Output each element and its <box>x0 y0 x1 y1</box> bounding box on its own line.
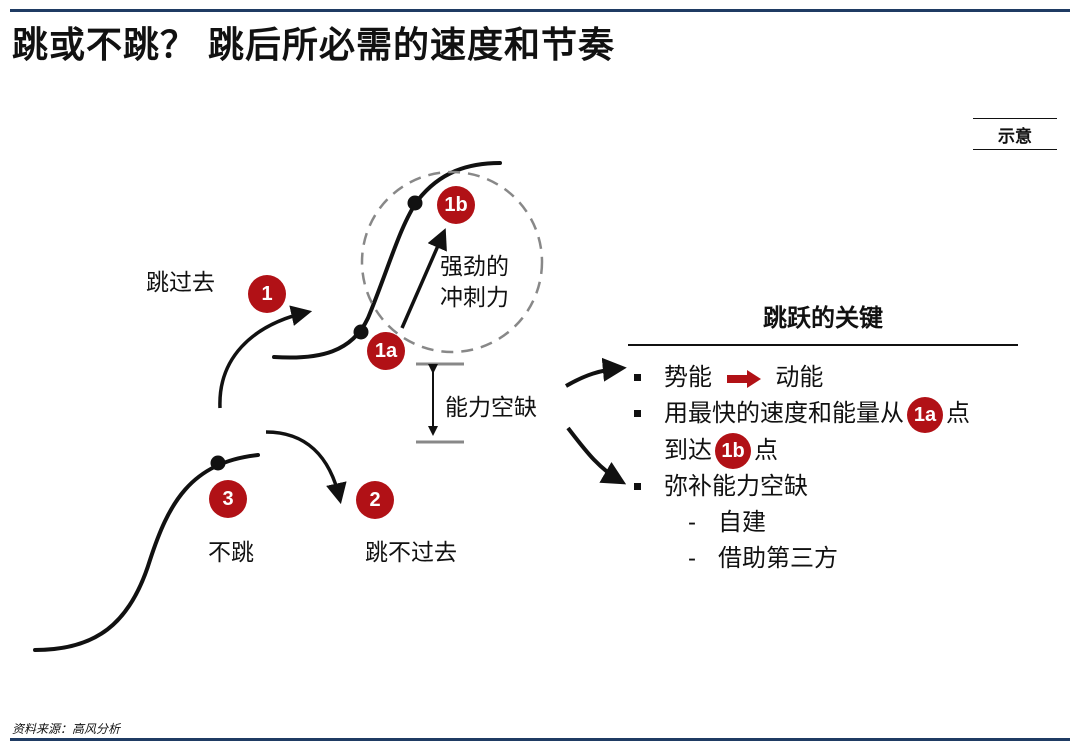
key-item-energy: 势能 动能 <box>632 360 1052 396</box>
jump-over-arrow <box>218 305 313 409</box>
sub-item-dash: - <box>688 509 696 537</box>
sub-item-dash: - <box>688 545 696 573</box>
jump-fail-arrow <box>265 430 347 505</box>
marker-1: 1 <box>248 275 286 313</box>
marker-2: 2 <box>356 481 394 519</box>
red-right-arrow-icon <box>726 369 761 388</box>
key-points-rule <box>628 344 1018 346</box>
inline-marker-1a: 1a <box>907 396 943 433</box>
upper-curve-point-1b <box>407 195 423 211</box>
key-item-speed-suffix: 点 <box>946 400 970 427</box>
sub-item-third-party: - 借助第三方 <box>632 541 1052 577</box>
jump-over-label: 跳过去 <box>146 269 215 295</box>
illustrative-badge: 示意 <box>973 118 1057 150</box>
dashed-focus-circle <box>360 170 544 354</box>
sub-item-build-text: 自建 <box>718 509 766 537</box>
key-points-heading: 跳跃的关键 <box>763 305 883 332</box>
strong-push-label-line2: 冲刺力 <box>440 284 509 310</box>
key-item-gap-text: 弥补能力空缺 <box>664 473 808 501</box>
source-note: 资料来源：高风分析 <box>12 722 121 736</box>
bullet-square <box>634 483 641 491</box>
push-arrow <box>400 228 447 329</box>
top-rule <box>10 9 1070 12</box>
key-item-reach-text: 到达 <box>664 436 712 464</box>
jump-fail-label: 跳不过去 <box>365 539 457 565</box>
bottom-rule <box>10 738 1070 741</box>
lower-s-curve <box>33 453 260 652</box>
key-item-energy-after: 动能 <box>775 364 824 391</box>
strong-push-label-line1: 强劲的 <box>440 253 509 279</box>
inline-marker-1b: 1b <box>715 433 751 470</box>
key-arrow-upper <box>564 357 627 388</box>
key-item-speed-text: 用最快的速度和能量从 <box>664 400 904 427</box>
key-item-energy-before: 势能 <box>664 364 712 391</box>
key-item-gap: 弥补能力空缺 <box>632 469 1052 505</box>
marker-3: 3 <box>209 480 247 518</box>
upper-curve-point-1a <box>353 324 369 340</box>
marker-1b: 1b <box>437 186 475 224</box>
lower-curve-point <box>210 455 226 471</box>
capability-gap-label: 能力空缺 <box>445 394 537 420</box>
marker-1a: 1a <box>367 332 405 370</box>
bullet-square <box>634 374 641 381</box>
no-jump-label: 不跳 <box>208 539 254 565</box>
sub-item-third-party-text: 借助第三方 <box>718 545 838 573</box>
page-title: 跳或不跳？ 跳后所必需的速度和节奏 <box>12 24 616 65</box>
bullet-square <box>634 410 641 417</box>
sub-item-build: - 自建 <box>632 505 1052 541</box>
key-item-reach-suffix: 点 <box>754 436 778 464</box>
key-arrow-lower <box>566 426 627 485</box>
